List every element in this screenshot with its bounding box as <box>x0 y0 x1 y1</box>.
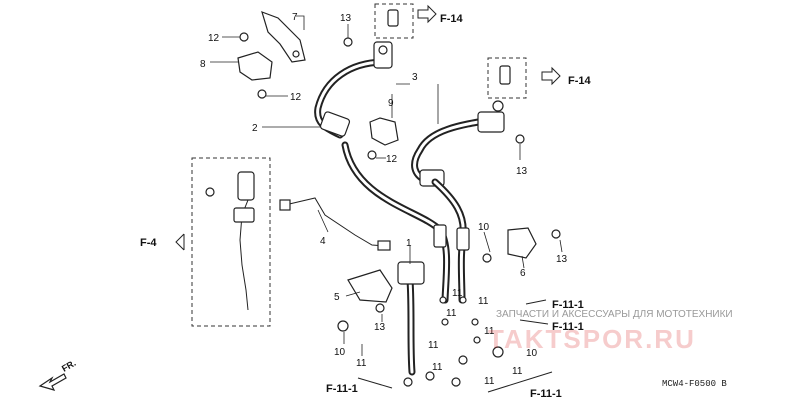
callout-9: 9 <box>388 98 394 109</box>
callout-3: 3 <box>412 72 418 83</box>
ref-arrow-f4 <box>175 233 185 251</box>
callout-8: 8 <box>200 59 206 70</box>
banjo-fitting-top <box>373 41 393 69</box>
brake-hose-upper-right <box>411 111 505 187</box>
ref-f14-right: F-14 <box>568 75 592 87</box>
ref-arrow-f14-right <box>541 66 561 86</box>
callout-13-a: 13 <box>340 13 352 24</box>
callout-12-a: 12 <box>208 33 220 44</box>
callout-2: 2 <box>252 123 258 134</box>
callout-1: 1 <box>406 238 412 249</box>
callout-11-f: 11 <box>428 340 439 351</box>
brake-hose-upper-left <box>314 58 389 139</box>
ref-arrows-f11 <box>357 299 553 393</box>
callout-10-c: 10 <box>526 348 538 359</box>
leader-lines <box>210 15 563 356</box>
callout-7: 7 <box>292 12 298 23</box>
bracket-7 <box>261 11 306 63</box>
clamp-8 <box>237 51 273 81</box>
callout-13-b: 13 <box>516 166 528 177</box>
callout-12-c: 12 <box>386 154 398 165</box>
ref-f4: F-4 <box>140 237 157 249</box>
front-direction-arrow <box>38 373 67 391</box>
ref-arrow-f14-top <box>417 4 437 24</box>
f14-detail-box-top <box>374 3 414 39</box>
bracket-5 <box>347 269 393 303</box>
callout-11-b: 11 <box>452 288 463 299</box>
front-label: FR. <box>60 358 78 374</box>
brake-pipe <box>279 197 391 251</box>
ref-f11-1-b: F-11-1 <box>552 321 584 333</box>
ref-f11-1-c: F-11-1 <box>326 383 358 395</box>
callout-11-a: 11 <box>356 358 367 369</box>
callout-11-d: 11 <box>446 308 457 319</box>
watermark-subtitle: ЗАПЧАСТИ И АКСЕССУАРЫ ДЛЯ МОТОТЕХНИКИ <box>496 309 733 320</box>
joint-6 <box>507 227 537 259</box>
master-cylinder-detail-box <box>191 157 271 327</box>
diagram-code: MCW4-F0500 B <box>662 379 727 389</box>
callout-11-g: 11 <box>512 366 523 377</box>
ref-f11-1-a: F-11-1 <box>552 299 584 311</box>
banjo-fitting-right <box>492 100 504 112</box>
ref-f14-top: F-14 <box>440 13 464 25</box>
hose-clamp-9 <box>369 117 399 146</box>
bolts <box>239 32 561 387</box>
watermark: ЗАПЧАСТИ И АКСЕССУАРЫ ДЛЯ МОТОТЕХНИКИ TA… <box>488 309 733 354</box>
part-callouts: 7 12 8 12 2 13 3 9 12 13 4 1 10 6 13 5 1… <box>200 12 568 387</box>
brake-hose-main-right <box>431 178 470 304</box>
callout-11-h: 11 <box>432 362 443 373</box>
callout-10-a: 10 <box>478 222 490 233</box>
callout-13-d: 13 <box>374 322 386 333</box>
callout-11-e: 11 <box>484 326 495 337</box>
callout-13-c: 13 <box>556 254 568 265</box>
watermark-brand: TAKTSPOR.RU <box>488 324 696 354</box>
callout-12-b: 12 <box>290 92 302 103</box>
callout-5: 5 <box>334 292 340 303</box>
ref-f11-1-d: F-11-1 <box>530 388 562 400</box>
brake-hose-lower <box>397 261 425 376</box>
reference-labels: F-14 F-14 F-4 F-11-1 F-11-1 F-11-1 F-11-… <box>140 13 592 400</box>
callout-4: 4 <box>320 236 326 247</box>
f14-detail-box-right <box>487 57 527 99</box>
callout-6: 6 <box>520 268 526 279</box>
callout-10-b: 10 <box>334 347 346 358</box>
callout-11-i: 11 <box>484 376 495 387</box>
callout-11-c: 11 <box>478 296 489 307</box>
